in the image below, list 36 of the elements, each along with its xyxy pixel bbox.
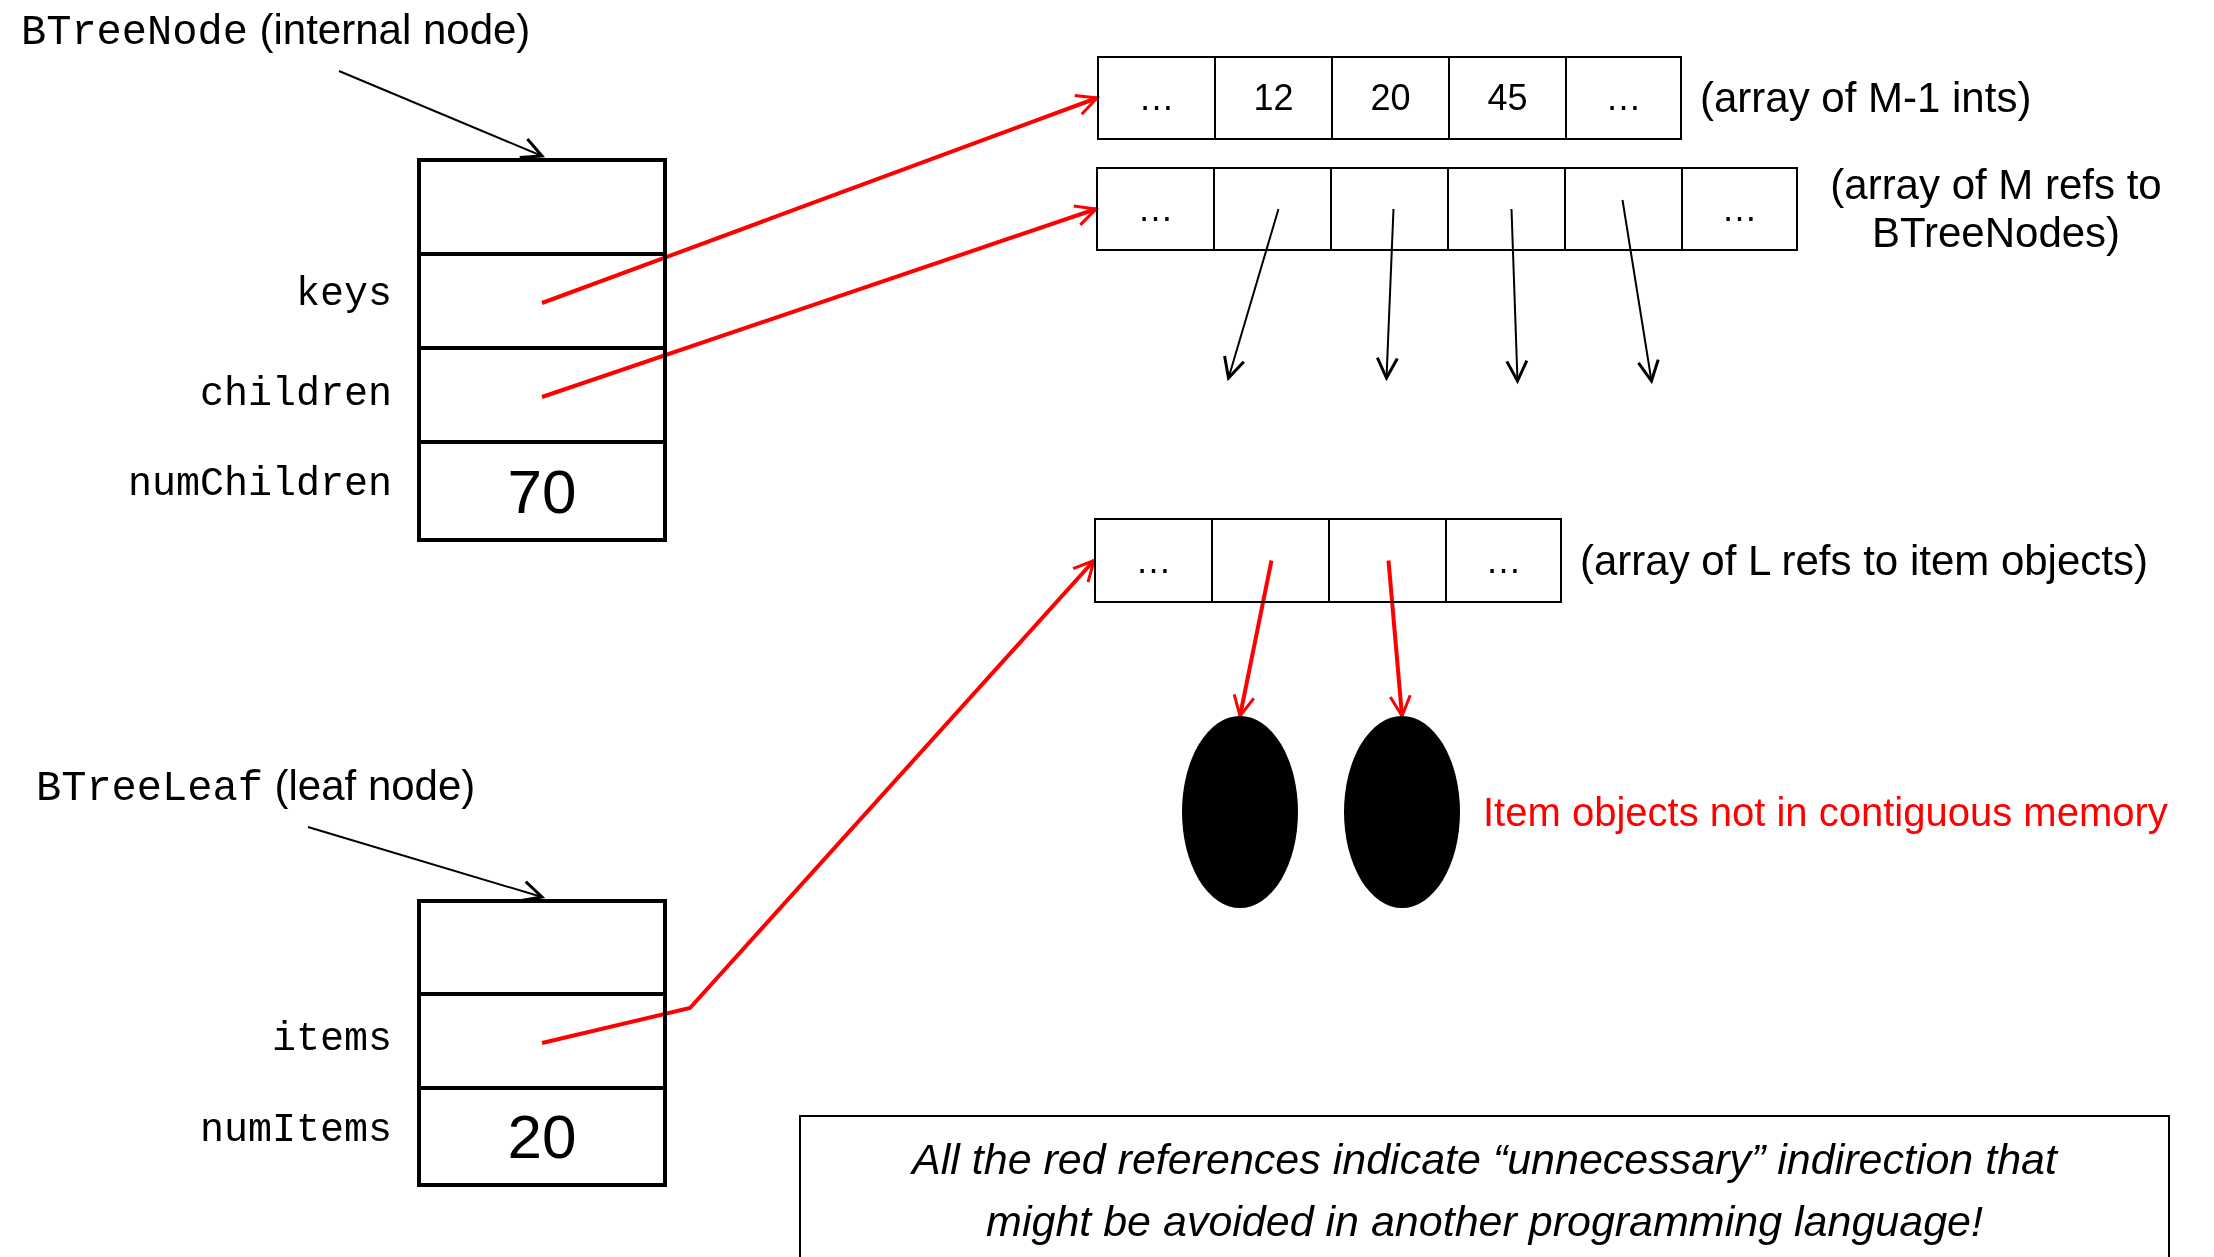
- class-label: BTreeNode (internal node): [21, 6, 531, 57]
- arrow: [1505, 208, 1529, 383]
- array-caption: (array of M-1 ints): [1700, 74, 2032, 122]
- field-name: keys: [296, 271, 392, 317]
- field-name: numChildren: [127, 461, 392, 507]
- arrow: [1621, 199, 1660, 383]
- field-name: items: [271, 1016, 392, 1062]
- cell-value: …: [1135, 539, 1172, 582]
- array-caption: (array of M refs to BTreeNodes): [1829, 161, 2163, 257]
- cell-value: 45: [1487, 77, 1528, 119]
- cell-value: …: [1138, 77, 1175, 119]
- field-name: children: [199, 371, 392, 417]
- object-box: [417, 158, 667, 542]
- field-name: numItems: [199, 1107, 392, 1153]
- note-box: [799, 1115, 2170, 1257]
- arrow: [1232, 560, 1274, 718]
- cell-value: …: [1485, 539, 1522, 582]
- note-text: All the red references indicate “unnecessary” indirection that might be avoided in another programming language!: [909, 1133, 2060, 1247]
- array-caption: (array of L refs to item objects): [1580, 536, 2148, 585]
- annotation-text: Item objects not in contiguous memory: [1483, 789, 2168, 835]
- cell-value: …: [1137, 188, 1174, 230]
- arrow: [541, 204, 1098, 399]
- cell-value: …: [1605, 77, 1642, 119]
- cell-value: 20: [507, 1100, 577, 1172]
- cell-value: 12: [1253, 77, 1294, 119]
- arrow: [541, 94, 1099, 305]
- leader-line: [338, 70, 544, 159]
- class-label: BTreeLeaf (leaf node): [36, 762, 476, 813]
- object-box: [417, 899, 667, 1187]
- arrow: [1223, 208, 1280, 380]
- cell-value: 20: [1370, 77, 1411, 119]
- arrow: [1375, 208, 1399, 380]
- arrow: [1386, 560, 1412, 718]
- cell-value: 70: [507, 455, 577, 527]
- arrow: [541, 559, 1096, 1045]
- cell-value: …: [1721, 188, 1758, 230]
